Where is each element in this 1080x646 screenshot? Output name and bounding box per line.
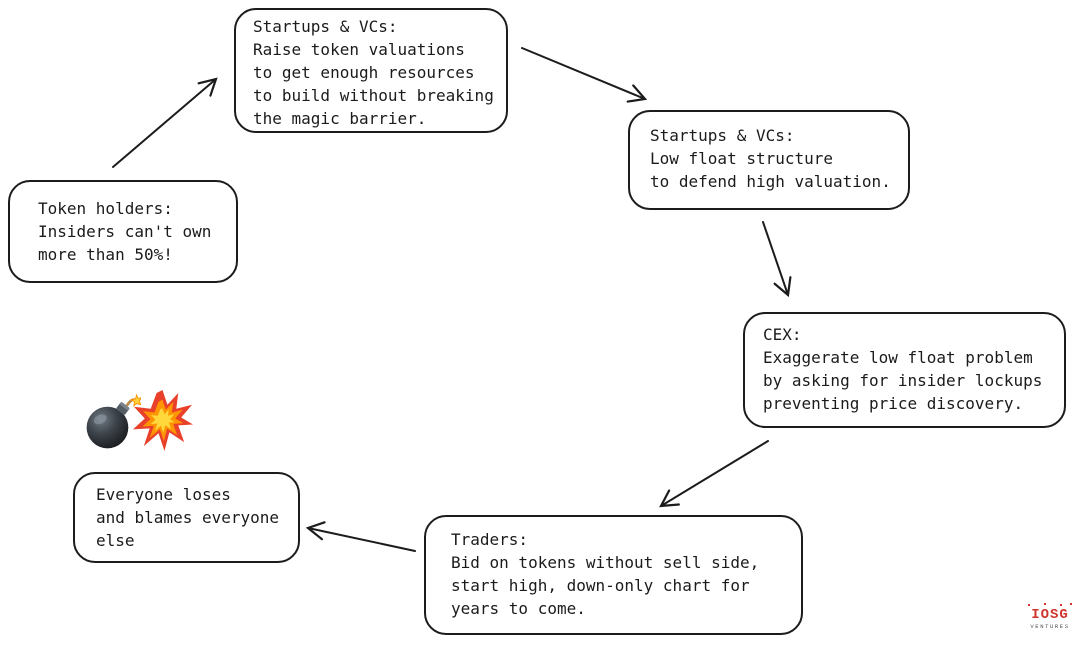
arrow-traders-to-everyone (305, 521, 416, 552)
node-everyone-loses: Everyone loses and blames everyone else (73, 472, 300, 563)
arrow-raise-to-lowfloat (521, 47, 648, 103)
bomb-spark (129, 394, 141, 407)
explosion-icon (132, 389, 194, 452)
node-cex-lockups: CEX: Exaggerate low float problem by ask… (743, 312, 1066, 428)
arrow-tokenholders-to-raise (112, 77, 218, 168)
arrow-cex-to-traders (659, 440, 769, 508)
iosg-ventures-logo: IOSG VENTURES (1022, 603, 1078, 630)
node-token-holders: Token holders: Insiders can't own more t… (8, 180, 238, 283)
arrow-lowfloat-to-cex (762, 221, 792, 298)
logo-pixel-dots (1022, 603, 1078, 607)
node-startups-raise-valuations: Startups & VCs: Raise token valuations t… (234, 8, 508, 133)
bomb-icon (86, 394, 141, 449)
logo-tagline-text: VENTURES (1030, 623, 1070, 630)
node-traders-bid: Traders: Bid on tokens without sell side… (424, 515, 803, 635)
node-startups-low-float: Startups & VCs: Low float structure to d… (628, 110, 910, 210)
logo-brand-text: IOSG (1031, 607, 1069, 623)
